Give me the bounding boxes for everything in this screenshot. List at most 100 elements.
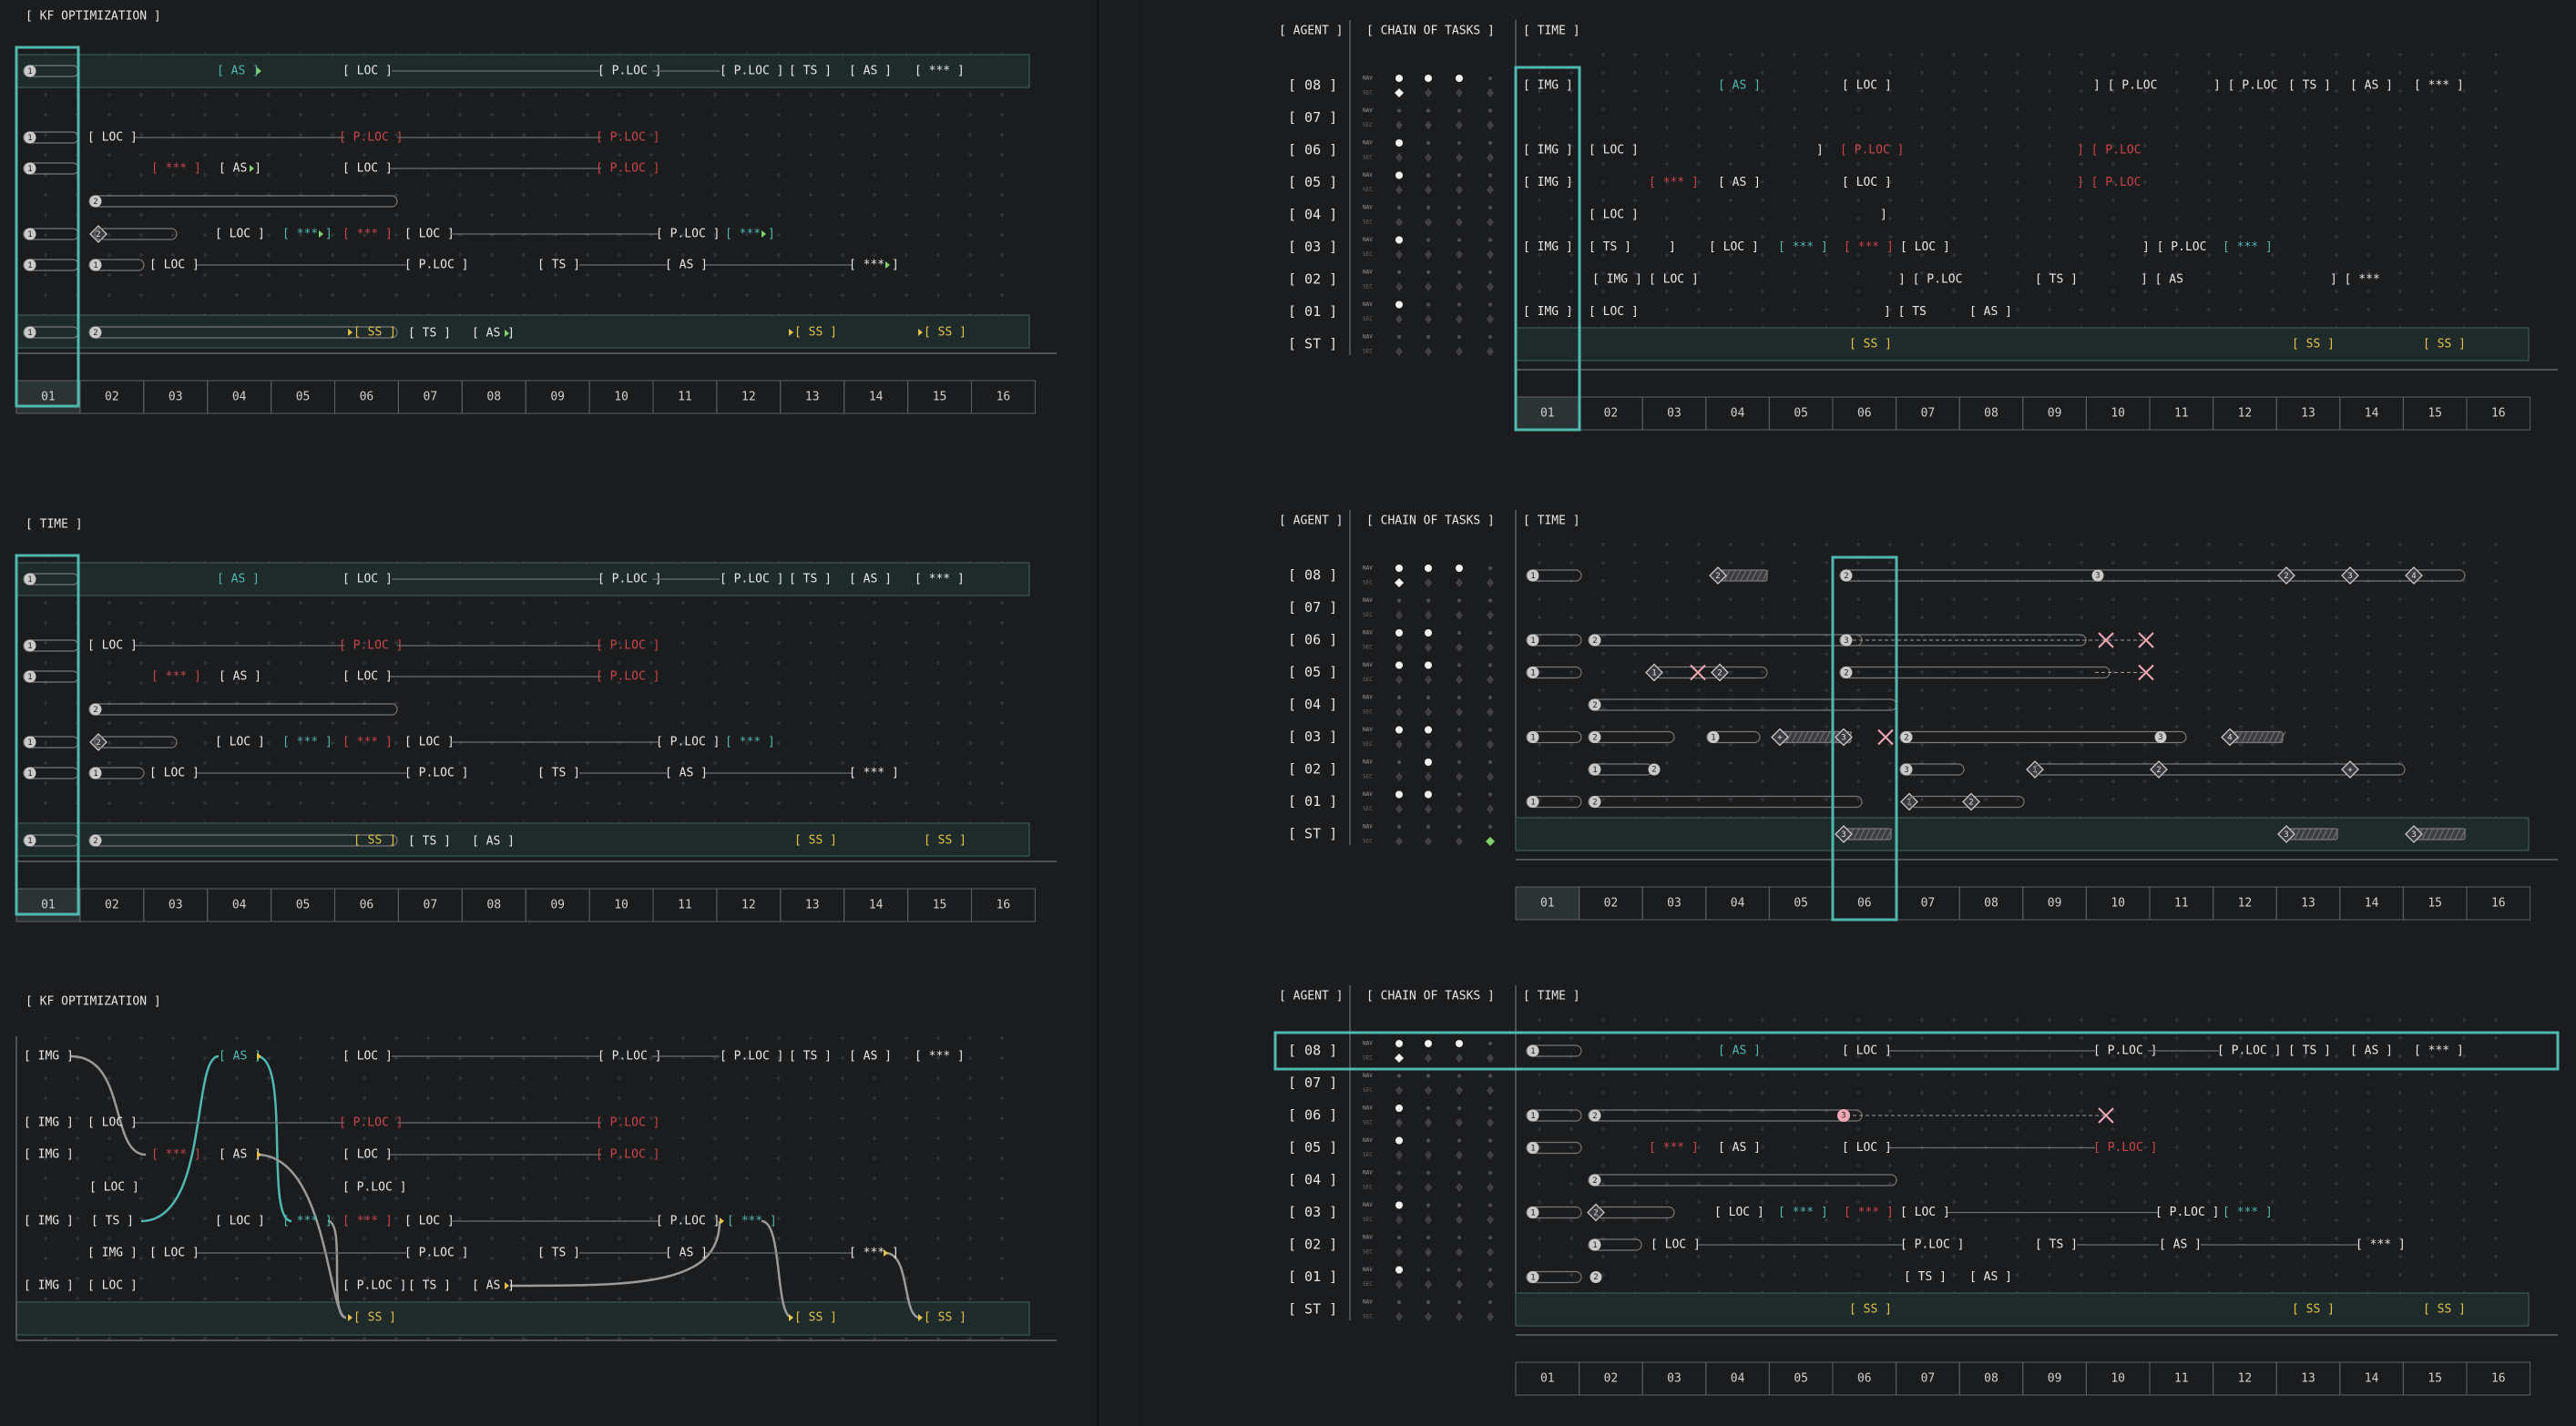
agent-label-05[interactable]: [ 05 ] xyxy=(1288,1139,1337,1156)
task-label[interactable]: [ P.LOC ] xyxy=(598,65,661,78)
timeline-label-08[interactable]: 08 xyxy=(486,391,501,404)
task-bar[interactable] xyxy=(1526,795,1582,809)
task-label[interactable]: [ P.LOC ] xyxy=(720,1050,783,1064)
task-label[interactable]: [ P.LOC ] xyxy=(596,639,659,653)
task-label[interactable]: [ P.LOC ] xyxy=(598,1050,661,1064)
timeline-label-03[interactable]: 03 xyxy=(1667,1372,1682,1386)
task-label[interactable]: [ LOC ] xyxy=(89,1181,139,1195)
agent-label-06[interactable]: [ 06 ] xyxy=(1288,142,1337,158)
diamond-marker[interactable] xyxy=(2277,825,2295,843)
timeline-label-03[interactable]: 03 xyxy=(1667,407,1682,421)
timeline-label-16[interactable]: 16 xyxy=(2491,1372,2506,1386)
task-label[interactable]: [ *** ] xyxy=(915,1050,965,1064)
task-label[interactable]: [ LOC ] xyxy=(1649,273,1699,287)
task-label[interactable]: [ IMG ] xyxy=(1523,79,1573,93)
task-label[interactable]: [ LOC ] xyxy=(342,573,393,586)
task-label[interactable]: [ P.LOC ] xyxy=(656,228,720,241)
task-label[interactable]: [ AS ] xyxy=(1718,176,1761,189)
timeline-label-02[interactable]: 02 xyxy=(1604,897,1619,911)
diamond-marker[interactable] xyxy=(2341,760,2359,779)
diamond-marker[interactable] xyxy=(2277,566,2295,585)
timeline-label-11[interactable]: 11 xyxy=(2174,407,2189,421)
timeline-label-12[interactable]: 12 xyxy=(741,899,756,912)
timeline-label-16[interactable]: 16 xyxy=(2491,407,2506,421)
task-label[interactable]: [ *** ] xyxy=(282,736,332,749)
task-label[interactable]: [ LOC ] xyxy=(149,1247,199,1260)
diamond-marker[interactable] xyxy=(1962,792,1980,811)
task-label[interactable]: [ TS ] xyxy=(789,1050,832,1064)
task-label[interactable]: [ LOC ] xyxy=(1842,1044,1892,1058)
task-label[interactable]: [ *** ] xyxy=(915,573,965,586)
timeline-label-16[interactable]: 16 xyxy=(997,899,1011,912)
task-label[interactable]: ] xyxy=(1816,144,1824,158)
long-task-bar[interactable] xyxy=(88,195,398,208)
task-label[interactable]: [ P.LOC ] xyxy=(2155,1206,2219,1219)
timeline-label-09[interactable]: 09 xyxy=(550,899,565,912)
task-label[interactable]: [ TS ] xyxy=(408,327,451,341)
task-label[interactable]: [ AS ] xyxy=(219,670,261,684)
task-label[interactable]: [ *** ] xyxy=(849,767,899,780)
timeline-label-06[interactable]: 06 xyxy=(360,391,374,404)
timeline-label-14[interactable]: 14 xyxy=(2365,1372,2379,1386)
diamond-step[interactable] xyxy=(89,733,107,751)
agent-label-03[interactable]: [ 03 ] xyxy=(1288,1204,1337,1220)
timeline-label-07[interactable]: 07 xyxy=(1921,897,1936,911)
task-bar[interactable] xyxy=(1526,1206,1582,1219)
ss-label[interactable]: [ SS ] xyxy=(794,326,837,340)
task-label[interactable]: [ P.LOC ] xyxy=(596,670,659,684)
task-bar[interactable] xyxy=(1526,569,1582,582)
task-bar[interactable] xyxy=(1526,730,1582,744)
task-label[interactable]: [ TS ] xyxy=(789,573,832,586)
ss-label[interactable]: [ SS ] xyxy=(353,834,396,848)
agent-label-06[interactable]: [ 06 ] xyxy=(1288,632,1337,648)
task-label[interactable]: [ P.LOC ] xyxy=(596,131,659,145)
task-label[interactable]: [ AS ] xyxy=(2350,79,2393,93)
task-label[interactable]: [ AS ] xyxy=(472,835,515,849)
timeline-label-13[interactable]: 13 xyxy=(2301,897,2315,911)
task-label[interactable]: [ IMG ] xyxy=(24,1050,74,1064)
timeline-label-10[interactable]: 10 xyxy=(614,391,629,404)
timeline-label-06[interactable]: 06 xyxy=(1857,407,1872,421)
timeline-label-16[interactable]: 16 xyxy=(997,391,1011,404)
task-label[interactable]: [ AS ] xyxy=(849,65,892,78)
task-label[interactable]: [ P.LOC ] xyxy=(1840,144,1904,158)
task-label[interactable]: [ *** ] xyxy=(1649,176,1699,189)
timeline-label-01[interactable]: 01 xyxy=(1540,407,1555,421)
task-label[interactable]: [ AS ] xyxy=(219,1148,261,1162)
task-label[interactable]: [ IMG ] xyxy=(1523,305,1573,319)
timeline-label-09[interactable]: 09 xyxy=(2048,1372,2062,1386)
task-label[interactable]: [ LOC ] xyxy=(342,65,393,78)
ss-label[interactable]: [ SS ] xyxy=(353,1311,396,1325)
timeline-label-10[interactable]: 10 xyxy=(2111,407,2125,421)
task-label[interactable]: [ *** ] xyxy=(2414,1044,2464,1058)
diamond-marker[interactable] xyxy=(1835,825,1853,843)
ss-label[interactable]: [ SS ] xyxy=(2292,1303,2335,1317)
task-label[interactable]: [ LOC ] xyxy=(342,162,393,176)
diamond-marker[interactable] xyxy=(2405,566,2423,585)
task-label[interactable]: [ AS ] xyxy=(472,327,515,341)
timeline-label-11[interactable]: 11 xyxy=(2174,897,2189,911)
timeline-cell[interactable] xyxy=(1515,886,1580,921)
task-label[interactable]: ] [ P.LOC xyxy=(2077,176,2141,189)
task-label[interactable]: [ P.LOC ] xyxy=(404,259,468,272)
task-label[interactable]: [ IMG ] xyxy=(1592,273,1642,287)
task-label[interactable]: [ *** ] xyxy=(1778,240,1828,254)
task-label[interactable]: [ AS ] xyxy=(1969,305,2012,319)
task-label[interactable]: [ TS ] xyxy=(91,1215,134,1228)
task-bar[interactable] xyxy=(1588,1238,1642,1251)
agent-label-08[interactable]: [ 08 ] xyxy=(1288,77,1337,94)
task-label[interactable]: [ TS ] xyxy=(537,767,580,780)
agent-label-07[interactable]: [ 07 ] xyxy=(1288,109,1337,126)
task-label[interactable]: [ *** ] xyxy=(151,670,201,684)
task-label[interactable]: [ LOC ] xyxy=(1589,209,1639,222)
task-label[interactable]: [ LOC ] xyxy=(1900,1206,1950,1219)
task-bar[interactable] xyxy=(1526,1270,1582,1284)
ss-label[interactable]: [ SS ] xyxy=(924,1311,966,1325)
task-label[interactable]: [ IMG ] xyxy=(1523,176,1573,189)
timeline-label-01[interactable]: 01 xyxy=(1540,897,1555,911)
task-label[interactable]: [ LOC ] xyxy=(342,670,393,684)
agent-label-05[interactable]: [ 05 ] xyxy=(1288,664,1337,680)
timeline-label-13[interactable]: 13 xyxy=(2301,1372,2315,1386)
task-label[interactable]: [ *** ] xyxy=(727,1215,777,1228)
task-bar[interactable] xyxy=(1588,1109,1863,1122)
